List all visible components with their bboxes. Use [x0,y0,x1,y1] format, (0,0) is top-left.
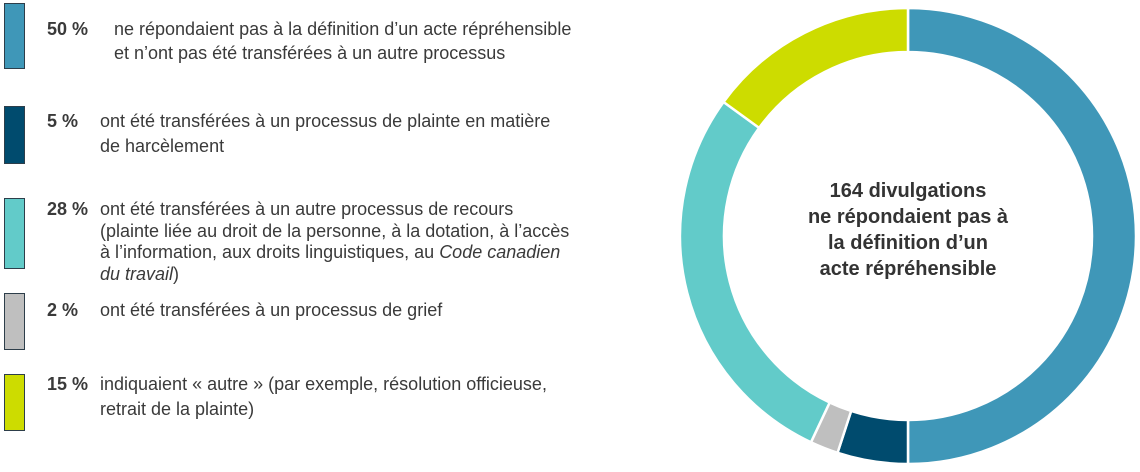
legend-swatch-28 [4,198,25,269]
legend-text: retrait de la plainte) [100,399,255,419]
center-label-line: acte répréhensible [819,258,997,280]
legend-percent: 15 % [47,374,89,394]
legend-percent: 28 % [47,199,89,219]
legend-swatch-2 [4,293,25,350]
legend-text: ne répondaient pas à la définition d’un … [114,19,572,39]
legend-swatch-50 [4,3,25,69]
legend-swatch-5 [4,106,25,164]
donut-segment-15 [721,6,910,130]
legend-percent: 2 % [47,300,79,320]
center-label-line: ne répondaient pas à [807,206,1009,228]
legend-text: indiquaient « autre » (par exemple, réso… [100,374,547,394]
legend-percent: 50 % [47,19,89,39]
center-label-line: la définition d’un [828,232,988,254]
legend-percent: 5 % [47,111,79,131]
center-label: 164 divulgations ne répondaient pas à la… [758,178,1058,282]
legend-text: ont été transférées à un autre processus… [100,199,514,219]
center-label-line: 164 divulgations [829,180,987,202]
legend-text: et n’ont pas été transférées à un autre … [114,43,506,63]
legend-text: du travail) [100,263,180,284]
legend-text: ont été transférées à un processus de pl… [100,111,551,131]
legend-swatch-15 [4,374,25,431]
legend-text: (plainte liée au droit de la personne, à… [100,220,570,241]
legend-text: ont été transférées à un processus de gr… [100,300,443,320]
legend-text: de harcèlement [100,136,225,156]
legend-text: à l’information, aux droits linguistique… [100,242,561,262]
donut-segment-50 [906,6,1138,466]
